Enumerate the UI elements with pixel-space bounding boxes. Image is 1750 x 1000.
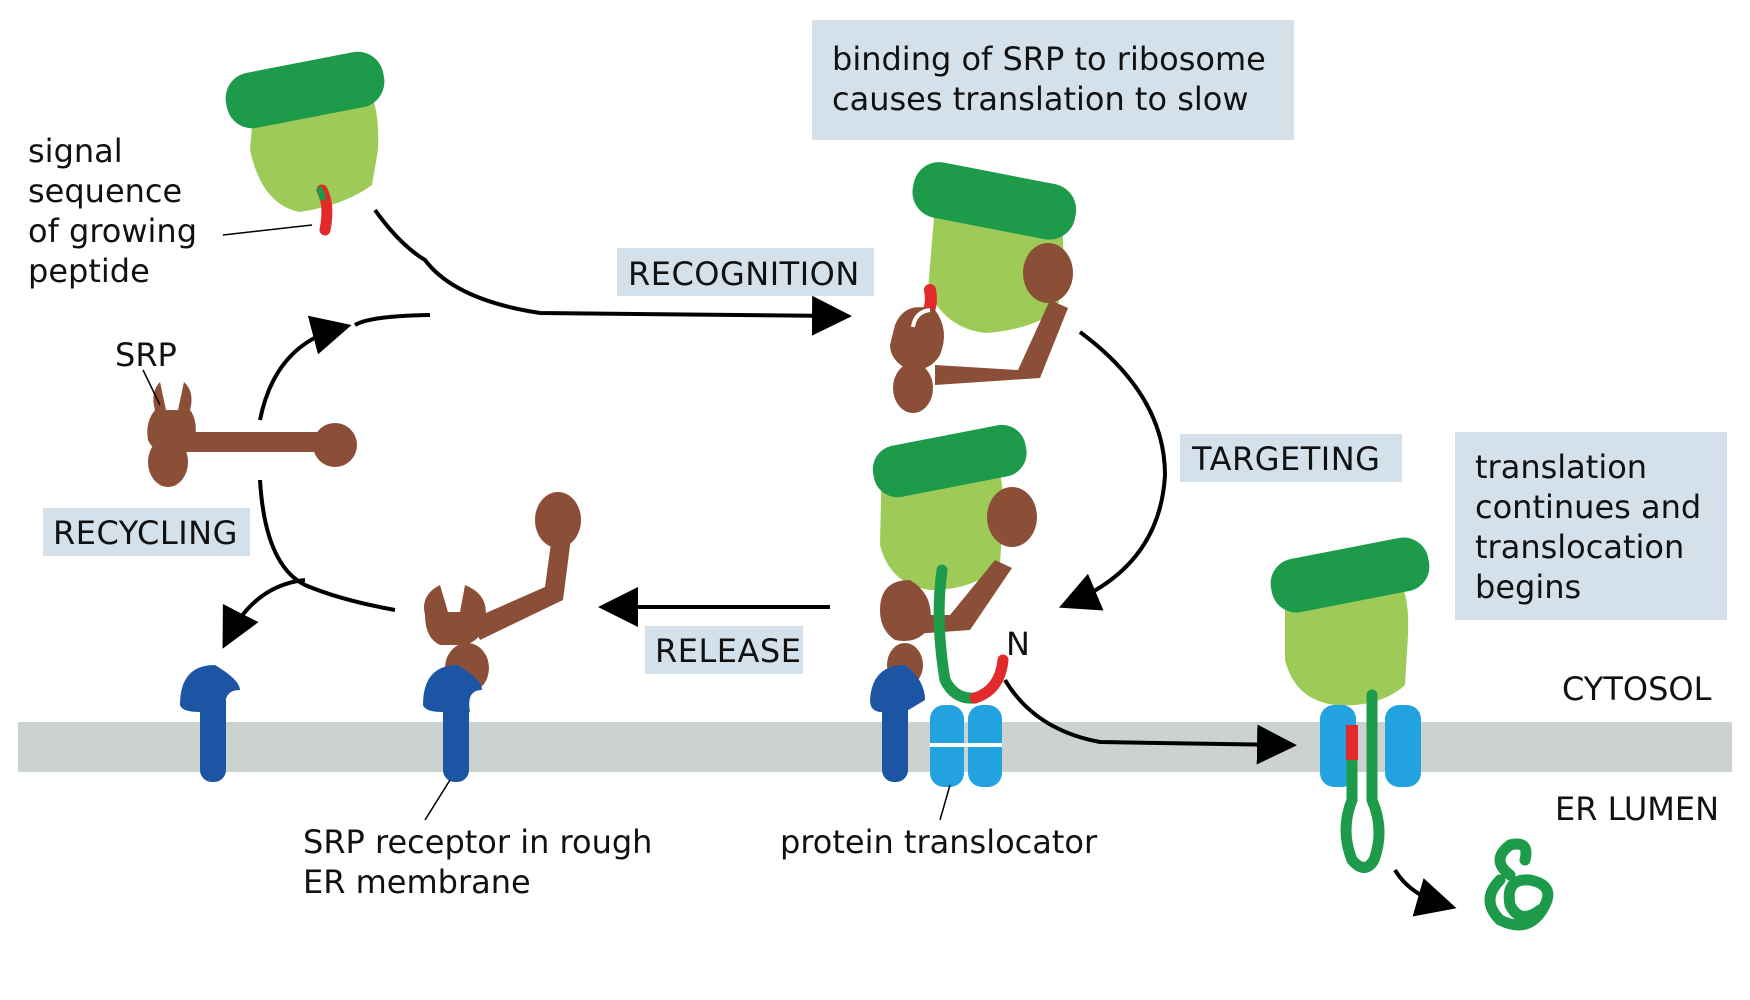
signal-sequence-label-2: sequence xyxy=(28,172,182,210)
arrow-srp-to-recognition-join xyxy=(353,313,431,327)
translation-note-line-1: translation xyxy=(1475,448,1647,486)
stage-recognition: RECOGNITION xyxy=(628,255,860,293)
er-membrane xyxy=(18,722,1732,772)
srp-receptor-label-1: SRP receptor in rough xyxy=(303,823,652,861)
free-ribosome xyxy=(225,51,385,236)
leader-srp xyxy=(142,369,161,406)
translation-note-line-3: translocation xyxy=(1475,528,1684,566)
translation-note-line-2: continues and xyxy=(1475,488,1701,526)
translation-note-line-4: begins xyxy=(1475,568,1581,606)
arrow-recycling xyxy=(258,479,396,612)
ribosome-srp-complex-recognition xyxy=(890,162,1077,413)
binding-note-line-2: causes translation to slow xyxy=(832,80,1249,118)
arrow-srp-to-recognition xyxy=(258,315,352,421)
free-srp xyxy=(147,382,357,487)
stage-targeting: TARGETING xyxy=(1191,440,1380,478)
translation-note-box xyxy=(1455,432,1727,620)
translocation-complex xyxy=(1270,537,1430,873)
protein-translocator-label: protein translocator xyxy=(780,823,1098,861)
released-srp xyxy=(424,492,581,693)
arrow-ribosome-to-recognition xyxy=(373,208,852,336)
targeting-box xyxy=(1180,434,1402,482)
arrow-to-folded-protein xyxy=(1393,868,1457,917)
srp-receptor-free xyxy=(180,665,240,782)
binding-note-line-1: binding of SRP to ribosome xyxy=(832,40,1266,78)
folded-protein xyxy=(1484,838,1554,931)
er-lumen-label: ER LUMEN xyxy=(1555,790,1719,828)
targeting-complex xyxy=(870,424,1037,787)
recognition-box xyxy=(617,248,874,296)
stage-recycling: RECYCLING xyxy=(53,514,238,552)
leader-signal-sequence xyxy=(222,224,313,236)
arrow-recycle-to-receptor xyxy=(222,578,306,649)
signal-sequence-label-3: of growing xyxy=(28,212,197,250)
arrow-targeting xyxy=(1058,330,1168,611)
srp-label: SRP xyxy=(115,336,177,374)
leader-protein-translocator xyxy=(939,784,951,821)
recycling-box xyxy=(43,508,250,556)
srp-receptor-label-2: ER membrane xyxy=(303,863,531,901)
n-terminus-label: N xyxy=(1006,625,1030,663)
release-box xyxy=(645,626,803,674)
signal-sequence-label-1: signal xyxy=(28,132,123,170)
binding-note-box xyxy=(812,20,1294,140)
leader-srp-receptor xyxy=(424,779,451,821)
signal-sequence-label-4: peptide xyxy=(28,252,150,290)
cytosol-label: CYTOSOL xyxy=(1562,670,1712,708)
stage-release: RELEASE xyxy=(655,632,801,670)
arrow-to-translocation xyxy=(1003,678,1297,765)
srp-receptor-bound xyxy=(423,665,482,782)
